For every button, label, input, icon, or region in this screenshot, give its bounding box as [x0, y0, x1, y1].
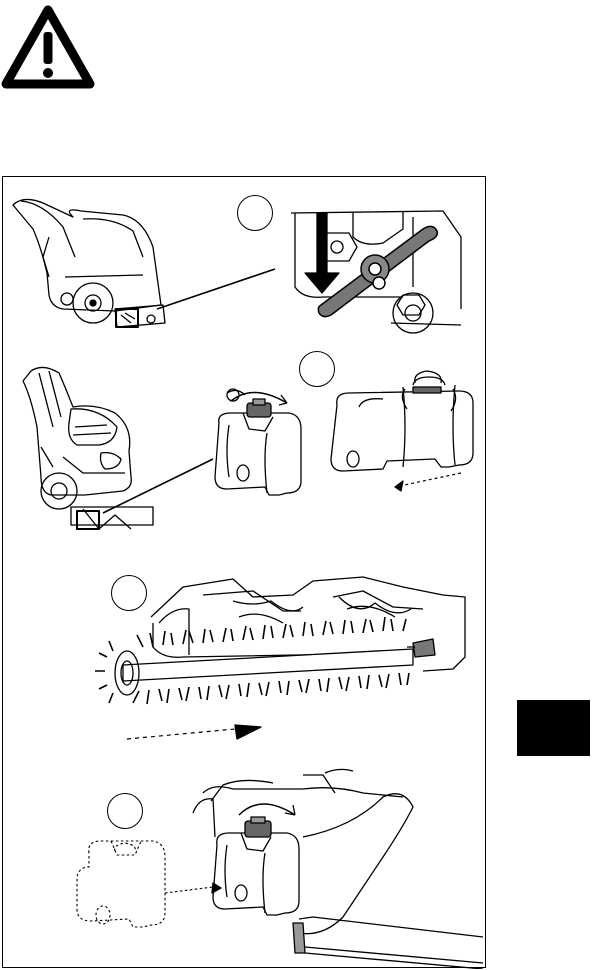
warning-triangle-icon — [0, 4, 96, 90]
step-3-marker — [111, 575, 147, 611]
step1-lever-detail — [291, 211, 461, 333]
step2-machine-drawing — [23, 367, 213, 529]
step2-cover-detail-left — [215, 389, 301, 495]
step3-brush-drawing — [95, 577, 465, 739]
step-1-marker — [237, 195, 273, 231]
step1-machine-drawing — [13, 199, 275, 327]
instruction-illustrations — [3, 177, 487, 969]
step2-cover-detail-right — [331, 371, 473, 491]
step-2-marker — [299, 351, 335, 387]
illustration-frame — [2, 176, 486, 968]
step-4-marker — [107, 793, 143, 829]
section-tab-marker — [517, 700, 590, 756]
